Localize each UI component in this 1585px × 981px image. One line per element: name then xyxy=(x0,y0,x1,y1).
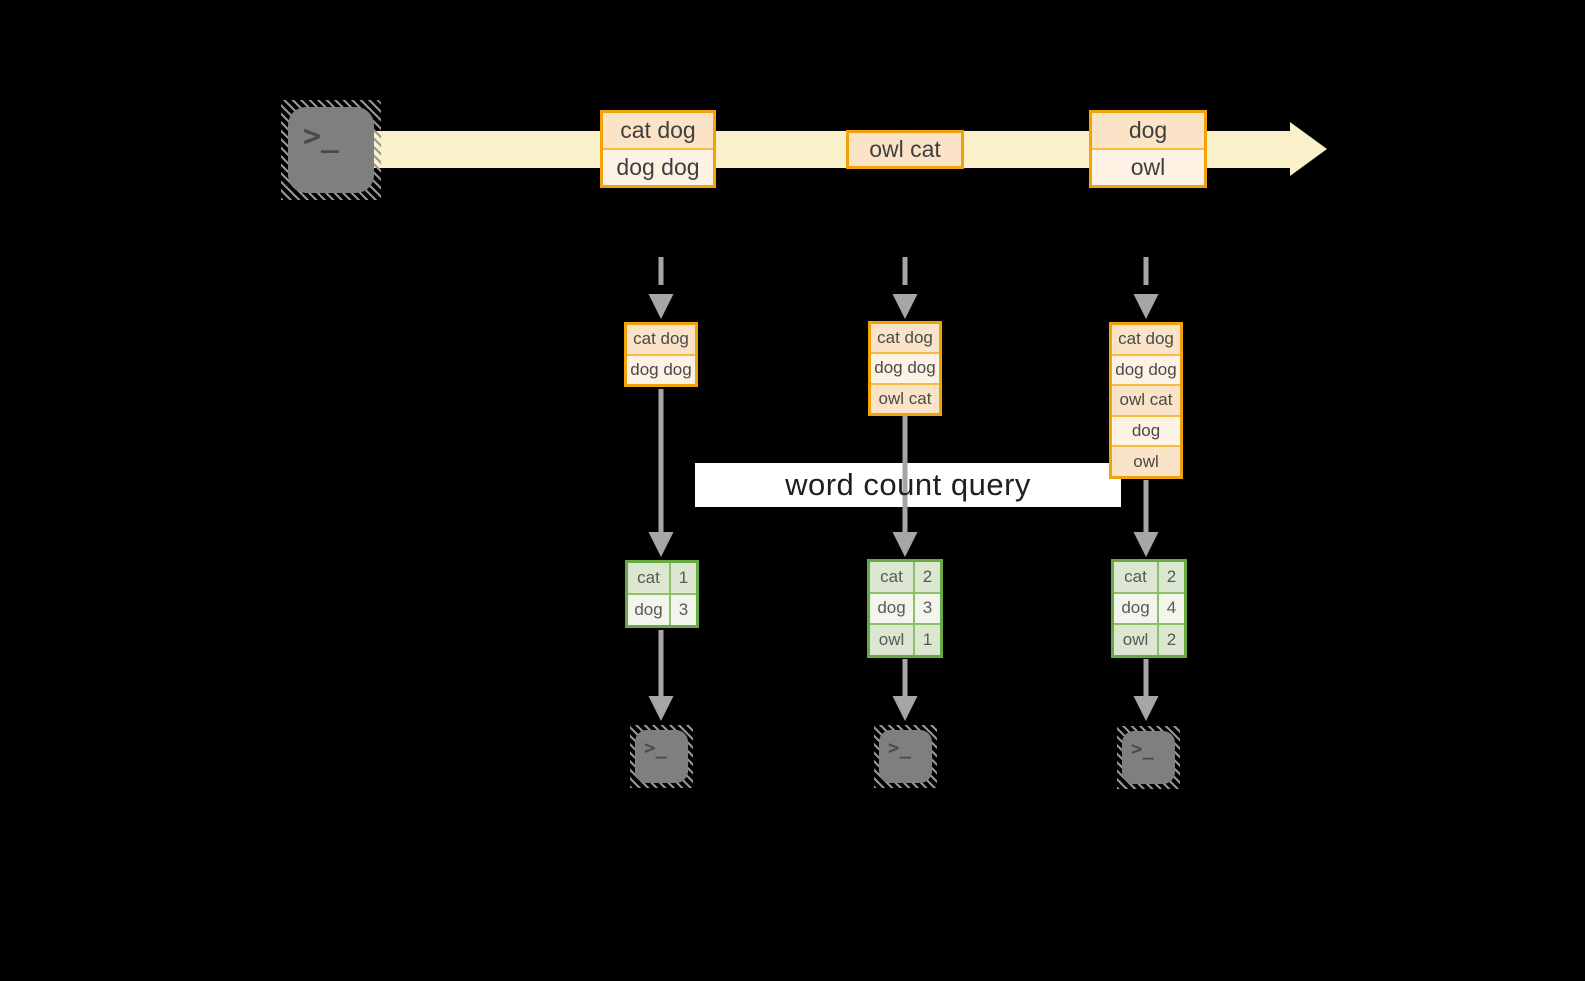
word-cell: cat xyxy=(870,562,913,592)
count-cell: 2 xyxy=(1159,625,1184,655)
terminal-body: >_ xyxy=(635,730,688,783)
query-label-background xyxy=(695,463,1121,507)
buffer-line: dog dog xyxy=(627,355,695,384)
source-terminal-icon: >_ xyxy=(281,100,381,200)
terminal-prompt-icon: >_ xyxy=(1131,738,1154,760)
stream-arrowhead-icon xyxy=(1290,122,1327,176)
word-cell: dog xyxy=(870,593,913,624)
word-cell: owl xyxy=(870,625,913,655)
count-table-3: cat 2 dog 4 owl 2 xyxy=(1111,559,1187,658)
count-cell: 2 xyxy=(915,562,940,592)
buffer-line: cat dog xyxy=(871,324,939,353)
message-line: owl cat xyxy=(849,133,961,166)
count-cell: 2 xyxy=(1159,562,1184,592)
count-table-2: cat 2 dog 3 owl 1 xyxy=(867,559,943,658)
buffer-line: owl cat xyxy=(1112,386,1180,415)
buffer-line: owl cat xyxy=(871,384,939,413)
stream-message-1: cat dog dog dog xyxy=(600,110,716,188)
word-cell: dog xyxy=(628,595,669,625)
buffer-line: dog xyxy=(1112,416,1180,446)
count-cell: 3 xyxy=(671,595,696,625)
terminal-prompt-icon: >_ xyxy=(644,737,667,759)
buffer-line: cat dog xyxy=(1112,325,1180,354)
word-cell: dog xyxy=(1114,593,1157,624)
count-cell: 1 xyxy=(915,625,940,655)
output-terminal-icon-3: >_ xyxy=(1117,726,1180,789)
terminal-body: >_ xyxy=(1122,731,1175,784)
buffer-stack-3: cat dog dog dog owl cat dog owl xyxy=(1109,322,1183,479)
terminal-prompt-icon: >_ xyxy=(303,119,340,154)
word-cell: cat xyxy=(628,563,669,593)
buffer-line: dog dog xyxy=(871,354,939,383)
message-line: dog dog xyxy=(603,150,713,185)
count-cell: 4 xyxy=(1159,593,1184,624)
buffer-line: dog dog xyxy=(1112,355,1180,385)
terminal-body: >_ xyxy=(879,730,932,783)
stream-message-2: owl cat xyxy=(846,130,964,169)
output-terminal-icon-1: >_ xyxy=(630,725,693,788)
terminal-prompt-icon: >_ xyxy=(888,737,911,759)
buffer-line: owl xyxy=(1112,447,1180,476)
message-line: cat dog xyxy=(603,113,713,148)
buffer-stack-1: cat dog dog dog xyxy=(624,322,698,387)
count-cell: 3 xyxy=(915,593,940,624)
terminal-body: >_ xyxy=(288,107,374,193)
buffer-line: cat dog xyxy=(627,325,695,354)
word-cell: owl xyxy=(1114,625,1157,655)
query-label: word count query xyxy=(785,467,1031,502)
output-terminal-icon-2: >_ xyxy=(874,725,937,788)
word-cell: cat xyxy=(1114,562,1157,592)
count-cell: 1 xyxy=(671,563,696,593)
stream-message-3: dog owl xyxy=(1089,110,1207,188)
count-table-1: cat 1 dog 3 xyxy=(625,560,699,628)
buffer-stack-2: cat dog dog dog owl cat xyxy=(868,321,942,416)
message-line: owl xyxy=(1092,150,1204,185)
message-line: dog xyxy=(1092,113,1204,148)
